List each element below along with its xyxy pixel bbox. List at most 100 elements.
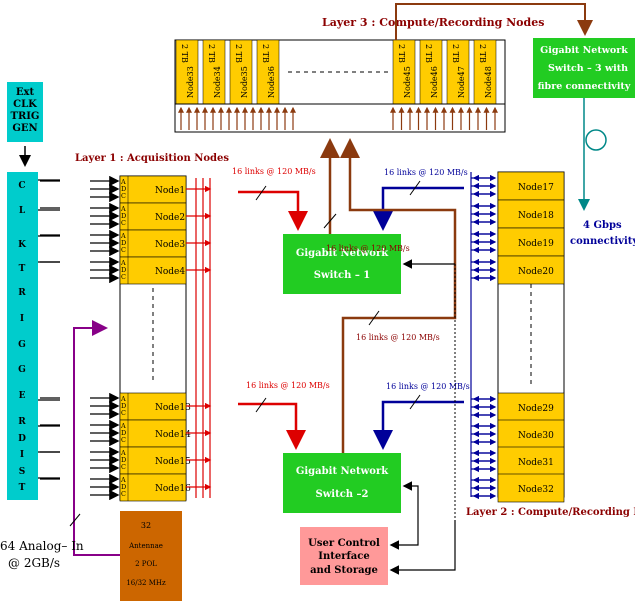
- svg-text:2 POL: 2 POL: [135, 560, 157, 568]
- adc-letter: D: [121, 212, 126, 220]
- adc-letter: C: [121, 192, 126, 200]
- clk-letter: C: [18, 181, 25, 191]
- layer1-node2: ADC Node2: [119, 202, 187, 231]
- svg-text:32: 32: [141, 521, 151, 530]
- node-label: Node14: [155, 430, 191, 440]
- adc-letter: D: [121, 456, 126, 464]
- adc-letter: C: [121, 219, 126, 227]
- node-label: Node34: [213, 66, 222, 98]
- node-label: Node33: [186, 66, 195, 98]
- layer3-node45: 2 TB Node45: [392, 39, 416, 105]
- clk-letter: S: [19, 467, 26, 477]
- svg-text:Gigabit Network: Gigabit Network: [296, 466, 389, 477]
- adc-letter: A: [120, 232, 126, 240]
- svg-text:Switch – 3 with: Switch – 3 with: [548, 63, 628, 74]
- adc-letter: A: [120, 449, 126, 457]
- switch-3: Gigabit Network Switch – 3 with fibre co…: [533, 38, 635, 98]
- node-label: Node48: [484, 66, 493, 98]
- clk-letter: E: [19, 391, 26, 401]
- svg-text:Gigabit Network: Gigabit Network: [540, 45, 628, 56]
- fiber-loop-icon: [585, 129, 607, 151]
- node-label: Node32: [518, 485, 554, 495]
- adc-letter: D: [121, 402, 126, 410]
- fiber-label-1: 4 Gbps: [583, 220, 622, 231]
- red-link-top-label: 16 links @ 120 MB/s: [232, 167, 316, 176]
- clk-letter: G: [18, 340, 26, 350]
- svg-text:Interface: Interface: [318, 551, 369, 562]
- node-label: Node35: [240, 66, 249, 98]
- node-label: Node16: [155, 484, 191, 494]
- clk-letter: I: [20, 450, 24, 460]
- node-label: Node4: [155, 267, 185, 277]
- svg-text:User Control: User Control: [308, 538, 380, 549]
- svg-text:fibre connectivity: fibre connectivity: [538, 81, 631, 92]
- node-label: Node3: [155, 240, 185, 250]
- storage-label: 2 TB: [397, 44, 406, 63]
- node-label: Node46: [430, 66, 439, 98]
- clk-letter: T: [19, 483, 26, 493]
- node-label: Node1: [155, 186, 185, 196]
- layer2-node18: Node18: [497, 199, 565, 229]
- adc-letter: C: [121, 409, 126, 417]
- node-label: Node13: [155, 403, 191, 413]
- layer2-title: Layer 2 : Compute/Recording No: [466, 507, 635, 518]
- layer2-node32: Node32: [497, 473, 565, 503]
- svg-text:Switch – 1: Switch – 1: [314, 270, 371, 281]
- clk-trig-gen: Ext CLK TRIG GEN: [7, 82, 43, 142]
- node-label: Node45: [403, 66, 412, 98]
- storage-label: 2 TB: [478, 44, 487, 63]
- layer3-node33: 2 TB Node33: [175, 39, 199, 105]
- storage-label: 2 TB: [180, 44, 189, 63]
- svg-text:Switch –2: Switch –2: [315, 489, 368, 500]
- layer2-node20: Node20: [497, 255, 565, 285]
- adc-letter: C: [121, 273, 126, 281]
- node-label: Node29: [518, 404, 554, 414]
- node-label: Node31: [518, 458, 554, 468]
- adc-letter: D: [121, 185, 126, 193]
- node-label: Node20: [518, 267, 554, 277]
- svg-text:GEN: GEN: [12, 123, 37, 134]
- clk-letter: K: [18, 240, 27, 250]
- layer1-node4: ADC Node4: [119, 256, 187, 285]
- layer1-title: Layer 1 : Acquisition Nodes: [75, 153, 229, 164]
- node-label: Node30: [518, 431, 554, 441]
- adc-letter: C: [121, 246, 126, 254]
- layer2-node31: Node31: [497, 446, 565, 476]
- switch-2: Gigabit Network Switch –2: [283, 453, 401, 513]
- adc-letter: D: [121, 483, 126, 491]
- clk-letter: G: [18, 365, 26, 375]
- node-label: Node15: [155, 457, 191, 467]
- adc-letter: D: [121, 239, 126, 247]
- storage-label: 2 TB: [261, 44, 270, 63]
- fiber-label-2: connectivity: [570, 236, 635, 247]
- layer2-node29: Node29: [497, 392, 565, 422]
- node-label: Node18: [518, 211, 554, 221]
- brown-link-mid-label: 16 links @ 120 MB/s: [356, 333, 440, 342]
- layer3-title: Layer 3 : Compute/Recording Nodes: [322, 16, 544, 29]
- svg-text:TRIG: TRIG: [11, 111, 40, 122]
- clk-letter: L: [19, 206, 26, 216]
- blue-link-bottom-label: 16 links @ 120 MB/s: [386, 382, 470, 391]
- clk-letter: D: [18, 434, 26, 444]
- red-link-bottom-label: 16 links @ 120 MB/s: [246, 381, 330, 390]
- node-label: Node2: [155, 213, 185, 223]
- clk-letter: I: [20, 314, 24, 324]
- antenna-block: 32 Antennae 2 POL 16/32 MHz: [120, 511, 182, 601]
- adc-letter: D: [121, 429, 126, 437]
- adc-letter: A: [120, 259, 126, 267]
- adc-letter: A: [120, 205, 126, 213]
- clk-letter: R: [18, 417, 26, 427]
- adc-letter: D: [121, 266, 126, 274]
- storage-label: 2 TB: [424, 44, 433, 63]
- adc-letter: C: [121, 436, 126, 444]
- adc-letter: C: [121, 490, 126, 498]
- analog-in-label: 64 Analog– In: [0, 539, 84, 553]
